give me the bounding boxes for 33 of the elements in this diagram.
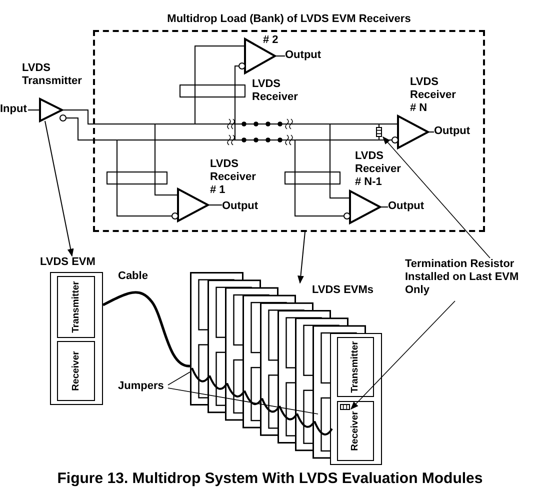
callout-text: Jumpers	[118, 380, 165, 393]
receiver-label: LVDS Receiver # N	[410, 76, 457, 115]
arrow	[44, 120, 74, 257]
receiver-label: # 2	[263, 34, 280, 47]
board-heading: LVDS EVM	[40, 256, 96, 268]
output-label: Output	[434, 125, 472, 138]
leader-line	[168, 388, 318, 414]
output-label: Output	[388, 200, 426, 213]
transmitter-label: LVDS Transmitter	[22, 62, 83, 88]
receiver-label: LVDS Receiver	[252, 78, 299, 104]
receiver-label: LVDS Receiver # 1	[210, 158, 257, 197]
leader-line	[168, 372, 190, 386]
cable	[102, 291, 190, 368]
leader-line	[350, 300, 456, 410]
module-box	[56, 340, 94, 400]
wire	[208, 204, 222, 206]
module-label: Transmitter	[350, 340, 360, 392]
input-label: Input	[0, 103, 28, 116]
module-box	[56, 276, 94, 338]
module-label: Transmitter	[70, 280, 81, 332]
module-box	[336, 400, 374, 460]
callout-text: Termination Resistor Installed on Last EVM Only	[405, 258, 520, 297]
figure-caption: Figure 13. Multidrop System With LVDS Evaluation Modules	[56, 470, 484, 487]
leader-line	[382, 136, 490, 258]
output-label: Output	[222, 200, 260, 213]
module-box	[336, 336, 374, 396]
group-heading: Multidrop Load (Bank) of LVDS EVM Receivers	[166, 13, 412, 25]
receiver-label: LVDS Receiver # N-1	[355, 150, 402, 189]
output-label: Output	[285, 49, 322, 62]
arrow	[298, 232, 306, 284]
module-label: Receiver	[350, 410, 360, 450]
board-stack-heading: LVDS EVMs	[312, 284, 374, 296]
module-label: Receiver	[70, 350, 81, 390]
